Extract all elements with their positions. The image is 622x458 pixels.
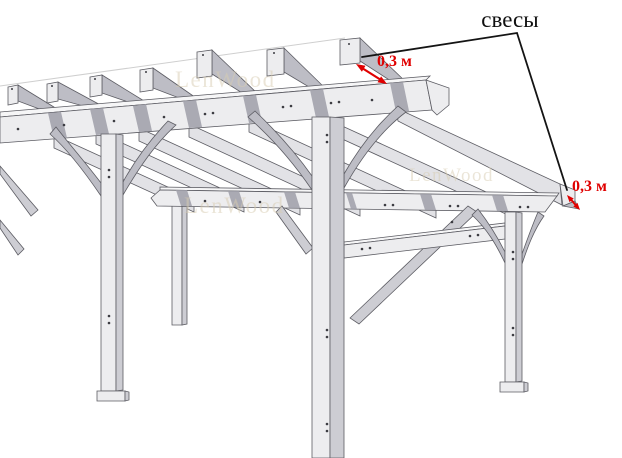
watermarks: LenWood LenWood LenWood	[175, 67, 494, 218]
watermark-text: LenWood	[409, 165, 494, 186]
overhang-label: свесы	[481, 7, 538, 32]
dimension-arrow-top	[356, 64, 387, 84]
far-left-brace-stubs	[0, 165, 39, 256]
watermark-text: LenWood	[175, 67, 276, 92]
high-girder	[0, 75, 450, 144]
post-far-right	[171, 201, 188, 326]
construction-guideline	[0, 37, 346, 87]
post-front-middle	[311, 116, 345, 458]
rafter-tail	[266, 47, 327, 91]
high-girder-end-face	[425, 79, 450, 116]
dimension-label-top: 0,3 м	[377, 53, 412, 70]
watermark-text: LenWood	[184, 193, 285, 218]
low-girder-rafter-shadows	[176, 190, 508, 211]
screw-dots	[11, 43, 530, 433]
rafter-tail	[46, 81, 108, 110]
annotations: свесы 0,3 м 0,3 м	[356, 7, 607, 210]
dimension-label-right: 0,3 м	[572, 178, 607, 195]
rafter-tails	[7, 37, 407, 114]
dimension-arrow-right	[567, 195, 580, 210]
short-diagonal-brace	[275, 205, 314, 255]
rafter-tail	[339, 37, 407, 84]
long-diagonal-brace	[349, 205, 478, 325]
post-right	[499, 211, 529, 393]
overhang-leader-lines	[361, 31, 568, 191]
post-front-left	[96, 133, 130, 402]
low-girder	[150, 186, 560, 213]
rafter-tail	[89, 74, 151, 106]
